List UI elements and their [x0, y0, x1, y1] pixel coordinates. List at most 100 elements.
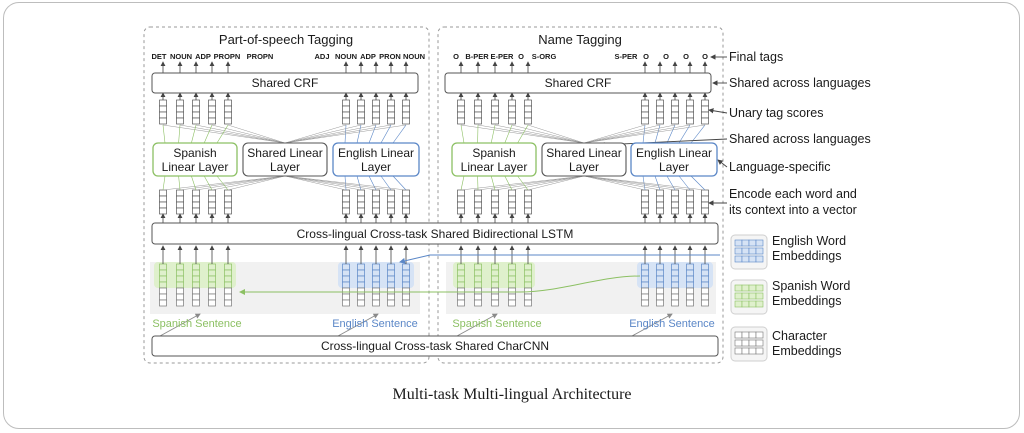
unary-score-cell	[402, 111, 410, 119]
legend-spanish-label: Embeddings	[772, 294, 842, 308]
word-embedding-cell	[208, 269, 216, 277]
word-embedding-cell	[402, 275, 410, 283]
fan-line	[511, 175, 585, 191]
word-embedding-cell	[159, 281, 167, 289]
context-vector-cell	[457, 189, 465, 197]
char-embedding-cell	[641, 293, 649, 301]
context-vector-cell	[176, 189, 184, 197]
unary-score-cell	[491, 117, 499, 125]
context-vector-cell	[192, 201, 200, 209]
context-vector-cell	[387, 201, 395, 209]
char-embedding-cell	[159, 287, 167, 295]
spanish-linear-label: Spanish	[173, 146, 216, 160]
unary-score-cell	[686, 117, 694, 125]
charcnn-arrow	[456, 313, 498, 337]
legend-cell	[734, 284, 743, 292]
fan-line	[477, 175, 585, 191]
fan-line	[216, 124, 229, 144]
fan-line	[477, 124, 585, 144]
shared-linear-label: Shared Linear	[546, 146, 621, 160]
word-embedding-cell	[192, 269, 200, 277]
char-embedding-cell	[671, 293, 679, 301]
word-embedding-cell	[372, 275, 380, 283]
unary-score-cell	[671, 99, 679, 107]
english-embedding-legend-icon	[730, 234, 768, 270]
fan-line	[162, 124, 286, 144]
fan-line	[583, 124, 676, 144]
word-embedding-cell	[656, 269, 664, 277]
char-embedding-cell	[192, 287, 200, 295]
tag: B-PER	[465, 52, 489, 61]
char-embedding-cell	[402, 299, 410, 307]
char-embedding-cell	[686, 293, 694, 301]
legend-cell	[748, 284, 757, 292]
unary-score-cell	[208, 105, 216, 113]
fan-line	[654, 175, 661, 191]
ner-shared-crf-label: Shared CRF	[545, 76, 612, 90]
word-embedding-cell	[491, 275, 499, 283]
word-embedding-cell	[342, 281, 350, 289]
pos-english-linear-layer	[332, 142, 420, 177]
unary-score-cell	[387, 99, 395, 107]
fan-line	[517, 175, 529, 191]
char-embedding-cell	[474, 299, 482, 307]
context-vector-cell	[342, 207, 350, 215]
tag: S-ORG	[532, 52, 557, 61]
pos-spanish-linear-layer	[152, 142, 238, 177]
unary-score-cell	[457, 105, 465, 113]
english-embedding-share-arrow	[399, 254, 720, 264]
char-embedding-cell	[357, 287, 365, 295]
word-embedding-cell	[656, 275, 664, 283]
char-embedding-cell	[641, 299, 649, 307]
unary-score-cell	[192, 111, 200, 119]
char-embedding-cell	[671, 299, 679, 307]
context-vector-cell	[474, 189, 482, 197]
unary-score-cell	[686, 105, 694, 113]
context-vector-cell	[357, 195, 365, 203]
tag: PROPN	[247, 52, 274, 61]
word-embedding-cell	[457, 281, 465, 289]
word-embedding-cell	[372, 269, 380, 277]
fan-line	[517, 124, 529, 144]
context-vector-cell	[457, 201, 465, 209]
tag: O	[643, 52, 649, 61]
fan-line	[178, 124, 181, 144]
fan-line	[191, 175, 197, 191]
unary-score-cell	[224, 105, 232, 113]
unary-score-cell	[701, 99, 709, 107]
english-linear-label: Layer	[361, 160, 391, 174]
legend-cell	[741, 247, 750, 255]
char-embedding-cell	[491, 287, 499, 295]
unary-score-cell	[686, 99, 694, 107]
char-embedding-cell	[508, 293, 516, 301]
ner-shared-crf	[444, 72, 712, 94]
fan-line	[191, 124, 197, 144]
unary-score-cell	[686, 111, 694, 119]
fan-line	[203, 124, 213, 144]
fan-line	[178, 175, 181, 191]
context-vector-cell	[176, 207, 184, 215]
ner-spanish-sentence-label: Spanish Sentence	[452, 318, 541, 330]
legend-cell	[748, 331, 757, 339]
char-embedding-cell	[701, 299, 709, 307]
word-embedding-cell	[372, 281, 380, 289]
legend-cell	[748, 339, 757, 347]
char-embedding-cell	[342, 299, 350, 307]
fan-line	[211, 175, 286, 191]
tag: O	[702, 52, 708, 61]
legend-cell	[748, 239, 757, 247]
word-embedding-cell	[192, 281, 200, 289]
word-embedding-cell	[224, 275, 232, 283]
unary-score-cell	[671, 111, 679, 119]
unary-score-cell	[508, 117, 516, 125]
word-embedding-cell	[686, 263, 694, 271]
context-vector-cell	[457, 195, 465, 203]
word-embedding-cell	[357, 281, 365, 289]
context-vector-cell	[686, 201, 694, 209]
char-embedding-cell	[508, 287, 516, 295]
spanish-embedding-share-arrow	[239, 275, 641, 295]
unary-score-cell	[508, 111, 516, 119]
annotation-language-specific: Language-specific	[729, 160, 830, 174]
context-vector-cell	[457, 207, 465, 215]
char-embedding-cell	[387, 293, 395, 301]
